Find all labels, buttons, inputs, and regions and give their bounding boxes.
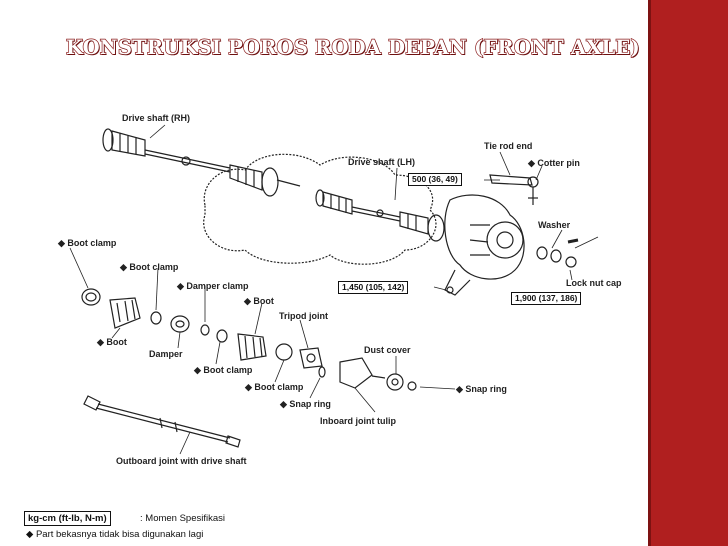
legend-unit-box: kg-cm (ft-lb, N-m)	[24, 511, 111, 526]
label-cotter-pin: ◆ Cotter pin	[528, 158, 580, 168]
slide-title: KONSTRUKSI POROS RODA DEPAN (FRONT AXLE)	[65, 35, 640, 59]
label-inboard-joint-tulip: Inboard joint tulip	[320, 416, 396, 426]
label-boot-clamp-4: ◆ Boot clamp	[245, 382, 304, 392]
label-snap-ring-1: ◆ Snap ring	[280, 399, 331, 409]
drive-shaft-lh	[315, 189, 445, 242]
label-boot-upper: ◆ Boot	[244, 296, 274, 306]
drive-shaft-rh	[102, 128, 301, 197]
label-dust-cover: Dust cover	[364, 345, 411, 355]
tie-rod-end-part	[489, 174, 539, 205]
label-tripod-joint: Tripod joint	[279, 311, 328, 321]
leader-lines	[69, 124, 599, 455]
exploded-parts	[81, 288, 417, 391]
slide-accent-bar	[650, 0, 728, 546]
outboard-joint-shaft	[83, 395, 241, 448]
label-outboard-joint: Outboard joint with drive shaft	[116, 456, 247, 466]
label-snap-ring-2: ◆ Snap ring	[456, 384, 507, 394]
legend-note: ◆ Part bekasnya tidak bisa digunakan lag…	[26, 529, 204, 540]
slide-accent-edge	[648, 0, 651, 546]
legend-unit-description: : Momen Spesifikasi	[140, 513, 226, 524]
label-boot-clamp-1: ◆ Boot clamp	[58, 238, 117, 248]
label-drive-shaft-lh: Drive shaft (LH)	[348, 157, 416, 167]
label-damper-clamp: ◆ Damper clamp	[177, 281, 249, 291]
label-drive-shaft-rh: Drive shaft (RH)	[122, 113, 191, 123]
label-boot-clamp-2: ◆ Boot clamp	[120, 262, 179, 272]
label-boot-clamp-3: ◆ Boot clamp	[194, 365, 253, 375]
label-damper: Damper	[149, 349, 183, 359]
knuckle-hub	[444, 194, 525, 296]
label-boot-lower: ◆ Boot	[97, 337, 127, 347]
torque-spec-1450: 1,450 (105, 142)	[338, 281, 409, 294]
front-axle-exploded-diagram	[69, 124, 599, 455]
cloud-outline	[203, 153, 437, 265]
torque-spec-1900: 1,900 (137, 186)	[511, 292, 582, 305]
label-washer: Washer	[538, 220, 571, 230]
torque-spec-500: 500 (36, 49)	[408, 173, 462, 186]
label-tie-rod-end: Tie rod end	[484, 141, 533, 151]
label-lock-nut-cap: Lock nut cap	[566, 278, 622, 288]
